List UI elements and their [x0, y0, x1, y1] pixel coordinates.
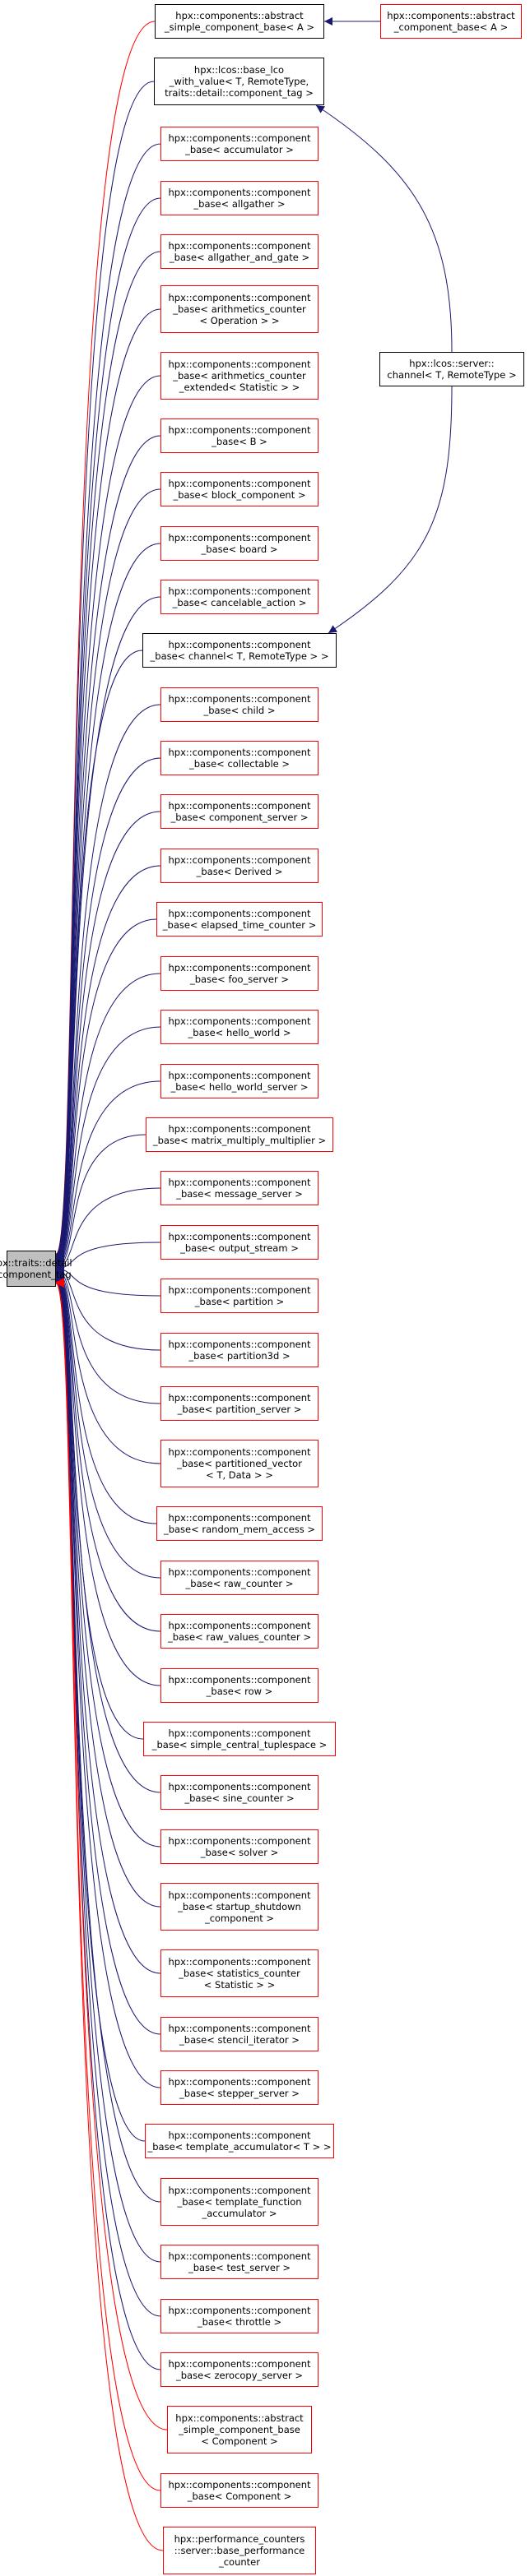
- class-node-cb-allgather[interactable]: hpx::components::component _base< allgat…: [160, 181, 318, 215]
- class-node-cb-partition[interactable]: hpx::components::component _base< partit…: [160, 1279, 318, 1313]
- edge-cb-row-to-focus: [55, 1270, 161, 1686]
- class-node-cb-stencil[interactable]: hpx::components::component _base< stenci…: [160, 2017, 318, 2051]
- edge-cb-hello-server-to-focus: [55, 1080, 161, 1271]
- class-node-cb-Derived[interactable]: hpx::components::component _base< Derive…: [160, 849, 318, 883]
- class-node-cb-child[interactable]: hpx::components::component _base< child …: [160, 687, 318, 722]
- edge-cb-foo-to-focus: [55, 973, 161, 1270]
- edge-cb-matrix-to-focus: [55, 1134, 146, 1271]
- edge-perf-base-to-focus: [55, 1279, 164, 2551]
- class-node-cb-partition-server[interactable]: hpx::components::component _base< partit…: [160, 1386, 318, 1421]
- edge-cb-collectable-to-focus: [55, 757, 161, 1267]
- class-node-cb-sine[interactable]: hpx::components::component _base< sine_c…: [160, 1775, 318, 1810]
- edge-cb-Derived-to-focus: [55, 865, 161, 1268]
- edge-cb-hello-to-focus: [55, 1026, 161, 1270]
- class-node-cb-collectable[interactable]: hpx::components::component _base< collec…: [160, 741, 318, 775]
- edge-cb-stencil-to-focus: [55, 1274, 161, 2035]
- edge-cb-raw-to-focus: [55, 1268, 161, 1579]
- class-node-cb-template-fn[interactable]: hpx::components::component _base< templa…: [160, 2178, 318, 2226]
- class-node-cb-arith-ext[interactable]: hpx::components::component _base< arithm…: [160, 352, 318, 400]
- class-node-cb-foo[interactable]: hpx::components::component _base< foo_se…: [160, 956, 318, 991]
- class-node-cb-output[interactable]: hpx::components::component _base< output…: [160, 1225, 318, 1260]
- class-node-cb-message[interactable]: hpx::components::component _base< messag…: [160, 1171, 318, 1205]
- class-node-channel[interactable]: hpx::lcos::server:: channel< T, RemoteTy…: [379, 352, 524, 386]
- class-node-abs-cb-A[interactable]: hpx::components::abstract _component_bas…: [380, 4, 522, 39]
- class-node-cb-B[interactable]: hpx::components::component _base< B >: [160, 419, 318, 453]
- edge-cb-child-to-focus: [55, 704, 161, 1266]
- class-node-cb-solver[interactable]: hpx::components::component _base< solver…: [160, 1829, 318, 1864]
- edge-cb-comp-server-to-focus: [55, 811, 161, 1268]
- class-node-cb-raw-values[interactable]: hpx::components::component _base< raw_va…: [160, 1614, 318, 1649]
- class-node-cb-pvector[interactable]: hpx::components::component _base< partit…: [160, 1440, 318, 1487]
- class-node-cb-matrix[interactable]: hpx::components::component _base< matrix…: [146, 1117, 333, 1152]
- class-node-lco-base[interactable]: hpx::lcos::base_lco _with_value< T, Remo…: [154, 58, 324, 105]
- edge-channel-to-cb-channel: [328, 386, 453, 634]
- class-node-cb-template-acc[interactable]: hpx::components::component _base< templa…: [145, 2124, 334, 2158]
- class-node-cb-comp-server[interactable]: hpx::components::component _base< compon…: [160, 794, 318, 829]
- class-node-perf-base[interactable]: hpx::performance_counters ::server::base…: [163, 2527, 316, 2574]
- class-node-cb-block[interactable]: hpx::components::component _base< block_…: [160, 472, 318, 506]
- class-node-cb-arith-op[interactable]: hpx::components::component _base< arithm…: [160, 285, 318, 333]
- class-node-cb-cancelable[interactable]: hpx::components::component _base< cancel…: [160, 580, 318, 614]
- class-node-cb-accumulator[interactable]: hpx::components::component _base< accumu…: [160, 127, 318, 161]
- class-node-abs-scb-A[interactable]: hpx::components::abstract _simple_compon…: [155, 4, 324, 39]
- class-node-abs-scb-comp[interactable]: hpx::components::abstract _simple_compon…: [167, 2406, 312, 2453]
- class-node-cb-startup[interactable]: hpx::components::component _base< startu…: [160, 1883, 318, 1931]
- class-node-cb-random[interactable]: hpx::components::component _base< random…: [156, 1506, 323, 1541]
- class-node-cb-partition3d[interactable]: hpx::components::component _base< partit…: [160, 1333, 318, 1367]
- class-node-cb-hello-server[interactable]: hpx::components::component _base< hello_…: [160, 1064, 318, 1098]
- edge-cb-elapsed-to-focus: [55, 918, 157, 1269]
- class-node-cb-zerocopy[interactable]: hpx::components::component _base< zeroco…: [160, 2352, 318, 2387]
- edge-cb-raw-values-to-focus: [55, 1269, 161, 1632]
- class-node-cb-raw[interactable]: hpx::components::component _base< raw_co…: [160, 1561, 318, 1595]
- edge-channel-to-lco-base: [315, 104, 453, 353]
- edge-cb-message-to-focus: [55, 1187, 161, 1272]
- class-node-cb-throttle[interactable]: hpx::components::component _base< thrott…: [160, 2299, 318, 2333]
- class-node-cb-test[interactable]: hpx::components::component _base< test_s…: [160, 2245, 318, 2279]
- class-node-cb-stepper[interactable]: hpx::components::component _base< steppe…: [160, 2070, 318, 2105]
- class-node-cb-elapsed[interactable]: hpx::components::component _base< elapse…: [156, 902, 323, 937]
- edge-cb-channel-to-focus: [55, 650, 143, 1265]
- class-node-cb-tuplespace[interactable]: hpx::components::component _base< simple…: [143, 1722, 336, 1756]
- class-node-cb-Component[interactable]: hpx::components::component _base< Compon…: [160, 2473, 318, 2508]
- class-node-cb-board[interactable]: hpx::components::component _base< board …: [160, 526, 318, 561]
- class-node-cb-hello[interactable]: hpx::components::component _base< hello_…: [160, 1010, 318, 1044]
- focus-node-component-tag: hpx::traits::detail ::component_tag: [0, 1251, 72, 1287]
- class-node-cb-row[interactable]: hpx::components::component _base< row >: [160, 1668, 318, 1703]
- class-node-cb-stats[interactable]: hpx::components::component _base< statis…: [160, 1949, 318, 1997]
- class-node-cb-channel[interactable]: hpx::components::component _base< channe…: [142, 633, 337, 668]
- class-node-cb-allgather-gate[interactable]: hpx::components::component _base< allgat…: [160, 234, 318, 269]
